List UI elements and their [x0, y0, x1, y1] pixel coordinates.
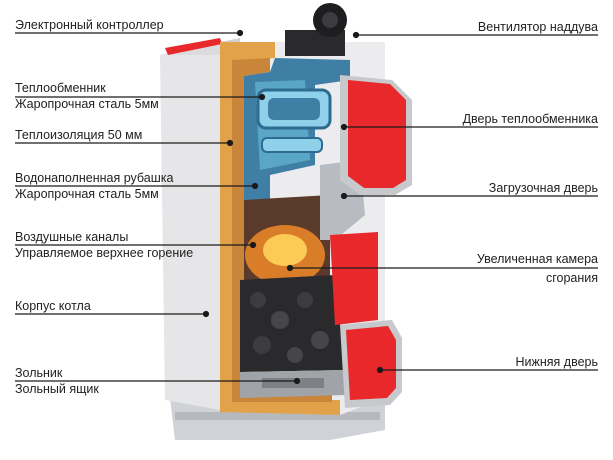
label-housing: Корпус котла — [15, 299, 91, 313]
label-heat-exchanger-material: Жаропрочная сталь 5мм — [15, 97, 159, 111]
heat-exchanger — [256, 88, 332, 153]
leader-lines — [15, 29, 598, 385]
label-exchanger-door: Дверь теплообменника — [462, 112, 598, 126]
label-controller: Электронный контроллер — [15, 18, 164, 32]
label-ash-pit: Зольник — [15, 366, 63, 380]
fan-unit — [285, 3, 347, 56]
label-water-jacket: Водонаполненная рубашка — [15, 171, 174, 185]
label-heat-exchanger: Теплообменник — [15, 81, 106, 95]
label-insulation: Теплоизоляция 50 мм — [15, 128, 143, 142]
ash-pit — [240, 370, 345, 398]
middle-door-panel — [330, 232, 378, 325]
label-combustion-chamber: Увеличенная камера — [476, 252, 598, 266]
label-top-combustion: Управляемое верхнее горение — [15, 246, 194, 260]
exchanger-door — [340, 75, 412, 195]
bottom-door-shape — [340, 320, 402, 408]
coal-pile — [240, 275, 345, 372]
label-combustion-chamber-2: сгорания — [545, 271, 598, 285]
top-plate — [165, 38, 222, 55]
label-fan: Вентилятор наддува — [477, 20, 598, 34]
label-ash-box: Зольный ящик — [15, 382, 99, 396]
label-bottom-door: Нижняя дверь — [515, 355, 599, 369]
label-air-channels: Воздушные каналы — [15, 230, 129, 244]
label-loading-door: Загрузочная дверь — [488, 181, 598, 195]
label-water-jacket-material: Жаропрочная сталь 5мм — [15, 187, 159, 201]
